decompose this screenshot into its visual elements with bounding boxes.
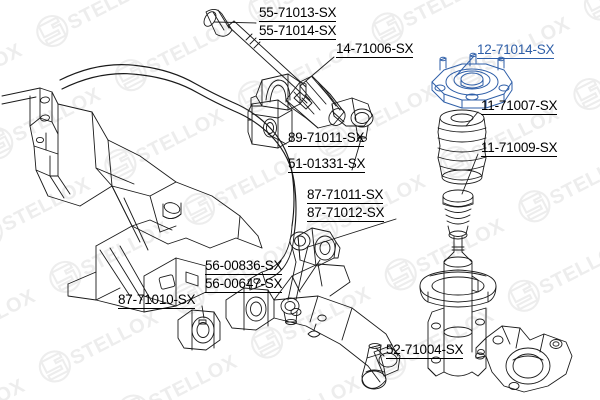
part-label-55-71013-sx[interactable]: 55-71013-SX [259,5,337,22]
part-label-51-01331-sx[interactable]: 51-01331-SX [288,156,366,173]
part-label-12-71014-sx[interactable]: 12-71014-SX [477,42,555,59]
part-label-87-71011-sx[interactable]: 87-71011-SX [307,187,384,204]
part-label-87-71010-sx[interactable]: 87-71010-SX [118,292,196,309]
part-label-11-71009-sx[interactable]: 11-71009-SX [481,140,558,157]
part-label-89-71011-sx[interactable]: 89-71011-SX [288,130,365,147]
part-label-55-71014-sx[interactable]: 55-71014-SX [259,23,337,40]
part-label-52-71004-sx[interactable]: 52-71004-SX [386,342,464,359]
part-label-11-71007-sx[interactable]: 11-71007-SX [481,98,558,115]
part-label-14-71006-sx[interactable]: 14-71006-SX [336,41,414,58]
part-label-56-00647-sx[interactable]: 56-00647-SX [205,276,283,293]
part-label-87-71012-sx[interactable]: 87-71012-SX [307,205,385,222]
part-label-56-00836-sx[interactable]: 56-00836-SX [205,258,283,275]
